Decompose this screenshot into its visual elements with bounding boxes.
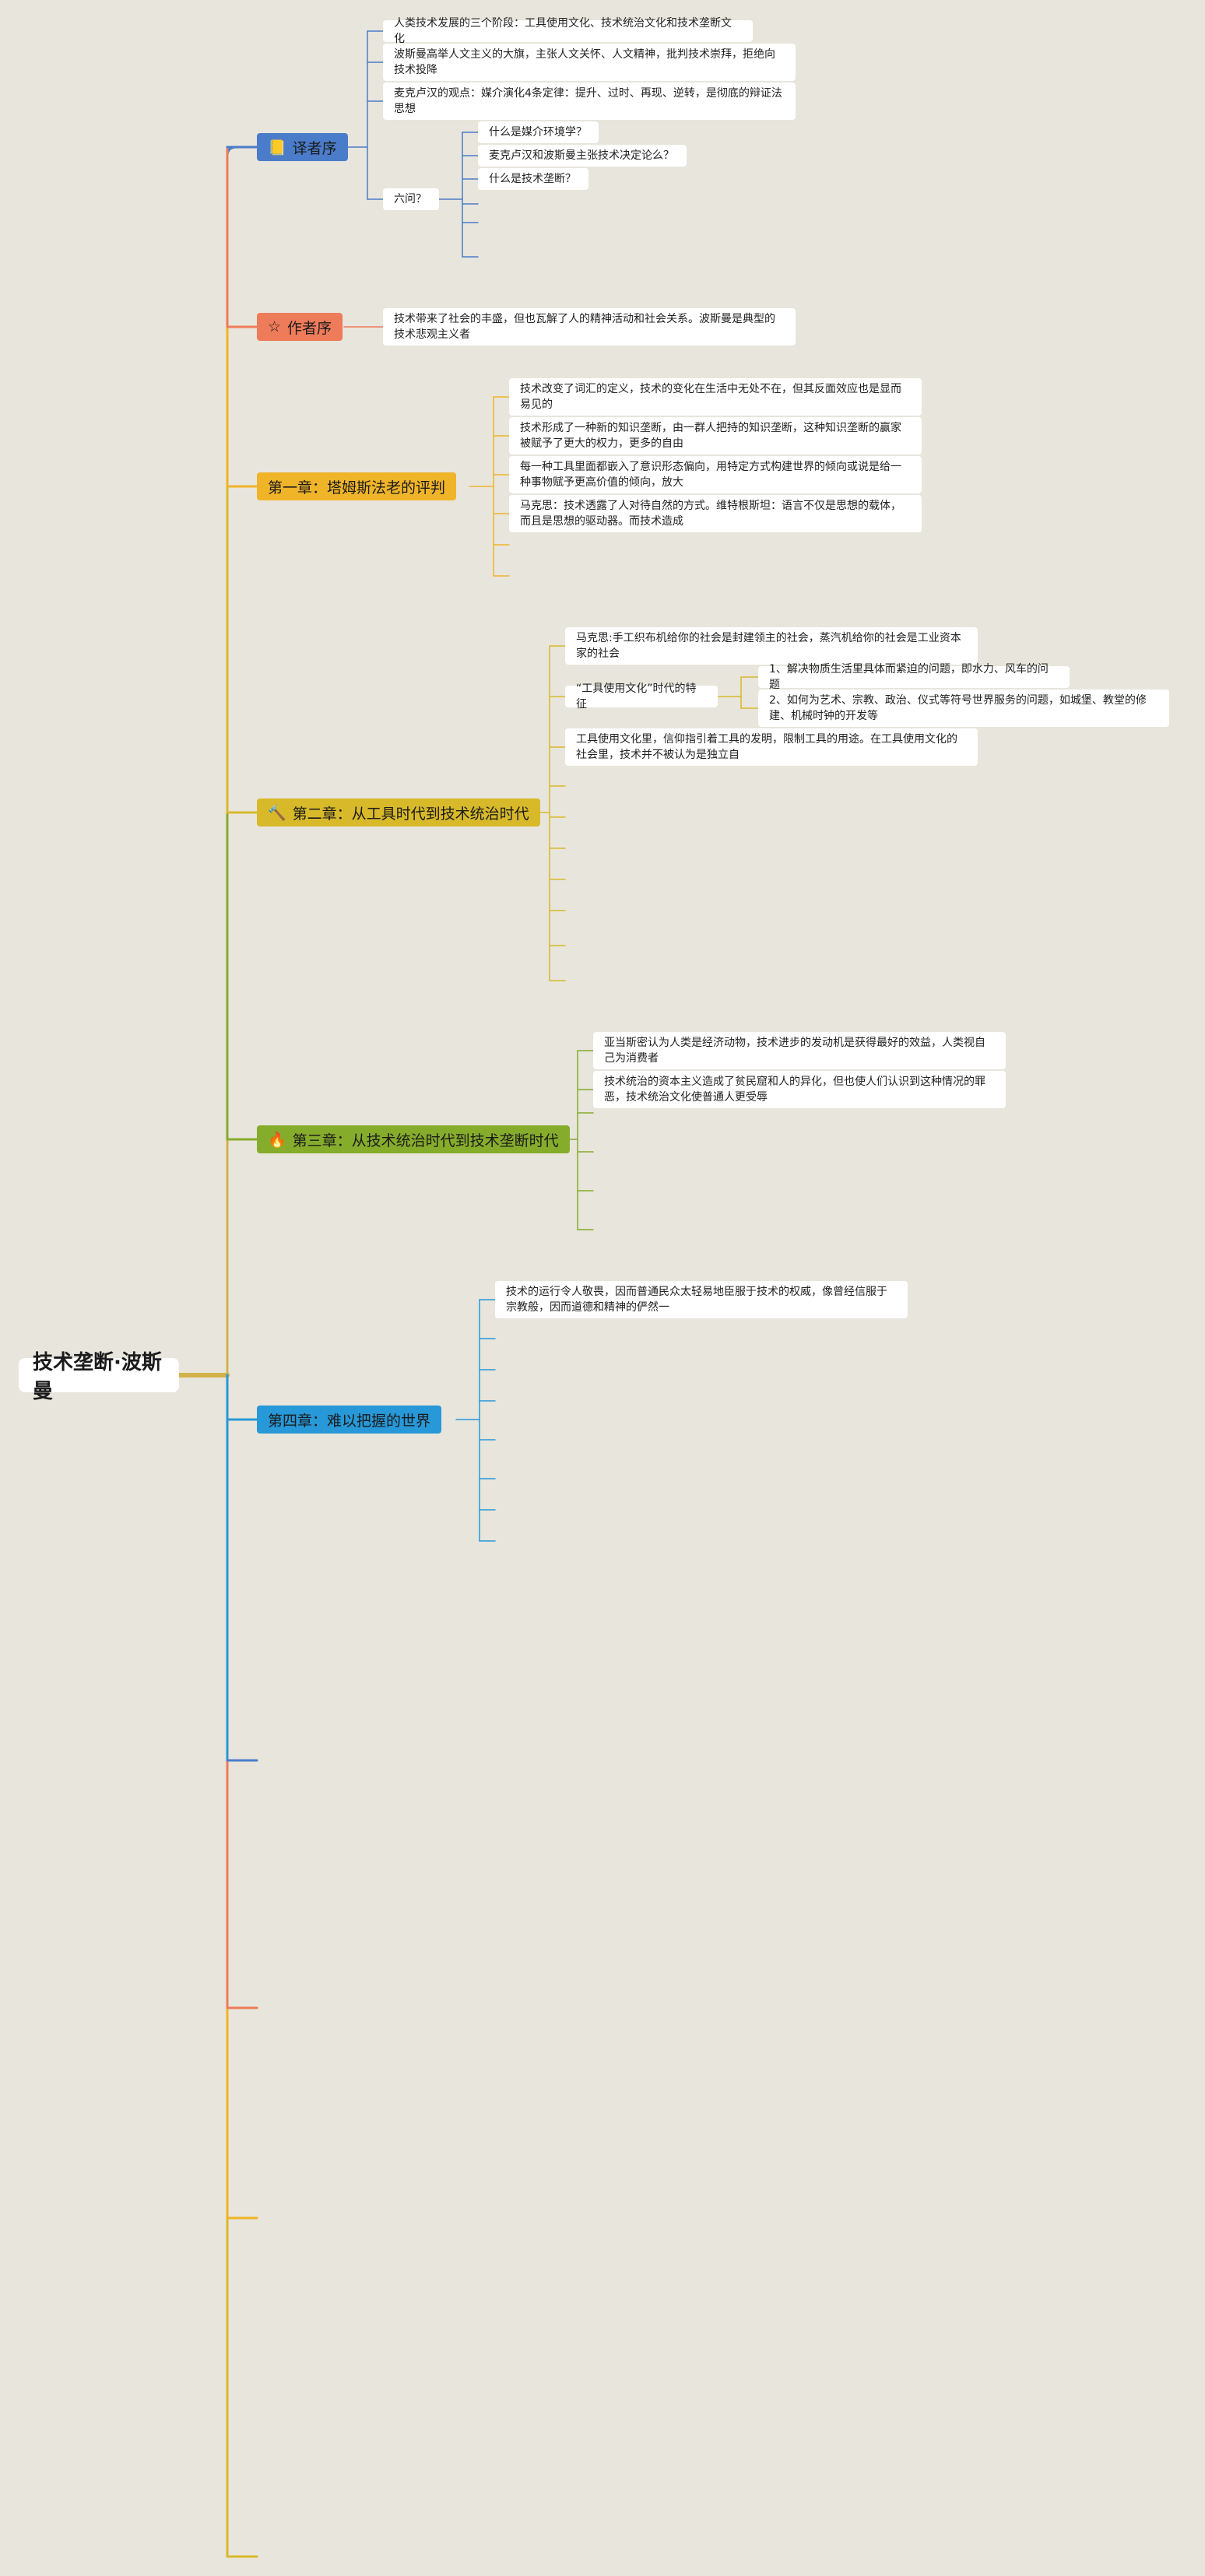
list-item[interactable]: 麦克卢汉和波斯曼主张技术决定论么？	[478, 145, 687, 167]
list-item[interactable]: 亚当斯密认为人类是经济动物，技术进步的发动机是获得最好的效益，人类视自己为消费者	[593, 1032, 1006, 1069]
branch-chapter-2[interactable]: 🔨 第二章：从工具时代到技术统治时代	[257, 798, 540, 826]
list-item[interactable]: 2、如何为艺术、宗教、政治、仪式等符号世界服务的问题，如城堡、教堂的修建、机械时…	[758, 690, 1169, 727]
root-title: 技术垄断·波斯曼	[33, 1351, 162, 1403]
list-item[interactable]: 马克思:手工织布机给你的社会是封建领主的社会，蒸汽机给你的社会是工业资本家的社会	[565, 627, 978, 665]
list-item[interactable]: 什么是媒介环境学？	[478, 121, 599, 143]
list-item[interactable]: 技术带来了社会的丰盛，但也瓦解了人的精神活动和社会关系。波斯曼是典型的技术悲观主…	[383, 308, 796, 346]
star-icon: ☆	[268, 318, 282, 335]
list-item[interactable]: 马克思：技术透露了人对待自然的方式。维特根斯坦：语言不仅是思想的载体，而且是思想…	[509, 495, 922, 532]
branch-translator-preface[interactable]: 📒 译者序	[257, 133, 348, 161]
hammer-icon: 🔨	[268, 804, 286, 822]
list-item[interactable]: 技术形成了一种新的知识垄断，由一群人把持的知识垄断，这种知识垄断的赢家被赋予了更…	[509, 417, 922, 454]
branch-label: 第一章：塔姆斯法老的评判	[268, 479, 446, 497]
connector-curve	[226, 146, 237, 156]
list-item[interactable]: 人类技术发展的三个阶段：工具使用文化、技术统治文化和技术垄断文化	[383, 17, 753, 45]
list-item[interactable]: 技术的运行令人敬畏，因而普通民众太轻易地臣服于技术的权威，像曾经信服于宗教般，因…	[495, 1281, 908, 1318]
branch-chapter-3[interactable]: 🔥 第三章：从技术统治时代到技术垄断时代	[257, 1125, 570, 1153]
list-item[interactable]: 麦克卢汉的观点：媒介演化4条定律：提升、过时、再现、逆转，是彻底的辩证法思想	[383, 82, 796, 120]
root-topic[interactable]: 技术垄断·波斯曼	[19, 1351, 179, 1403]
list-item[interactable]: 波斯曼高举人文主义的大旗，主张人文关怀、人文精神，批判技术崇拜，拒绝向技术投降	[383, 44, 796, 81]
list-item[interactable]: 工具使用文化里，信仰指引着工具的发明，限制工具的用途。在工具使用文化的社会里，技…	[565, 728, 978, 766]
fire-icon: 🔥	[268, 1131, 286, 1149]
list-item[interactable]: 六问？	[383, 188, 439, 210]
list-item[interactable]: 技术统治的资本主义造成了贫民窟和人的异化，但也使人们认识到这种情况的罪恶，技术统…	[593, 1071, 1006, 1108]
list-item[interactable]: 每一种工具里面都嵌入了意识形态偏向，用特定方式构建世界的倾向或说是给一种事物赋予…	[509, 456, 922, 493]
branch-chapter-1[interactable]: 第一章：塔姆斯法老的评判	[257, 472, 457, 500]
branch-label: 译者序	[292, 139, 337, 157]
branch-chapter-4[interactable]: 第四章：难以把握的世界	[257, 1406, 442, 1434]
branch-label: 作者序	[287, 319, 332, 337]
list-item[interactable]: 1、解决物质生活里具体而紧迫的问题，即水力、风车的问题	[758, 663, 1070, 691]
list-item[interactable]: 什么是技术垄断？	[478, 168, 588, 190]
list-item[interactable]: 技术改变了词汇的定义，技术的变化在生活中无处不在，但其反面效应也是显而易见的	[509, 378, 922, 416]
branch-label: 第四章：难以把握的世界	[268, 1412, 431, 1430]
book-icon: 📒	[268, 139, 286, 156]
branch-label: 第三章：从技术统治时代到技术垄断时代	[292, 1132, 559, 1149]
branch-author-preface[interactable]: ☆ 作者序	[257, 313, 343, 341]
branch-label: 第二章：从工具时代到技术统治时代	[292, 805, 529, 823]
list-item[interactable]: “工具使用文化”时代的特征	[565, 683, 718, 711]
